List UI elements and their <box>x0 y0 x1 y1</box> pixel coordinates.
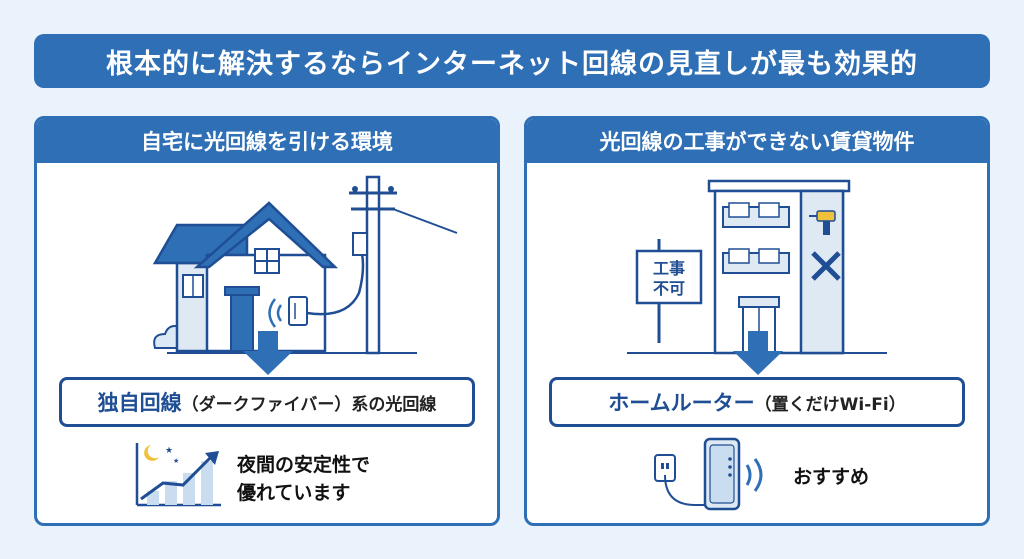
down-arrow-icon <box>733 331 783 375</box>
panel-header-rental: 光回線の工事ができない賃貸物件 <box>527 119 987 163</box>
svg-text:★: ★ <box>165 446 173 456</box>
sign-line-1: 工事 <box>652 259 685 278</box>
panel-header-fiber-label: 自宅に光回線を引ける環境 <box>141 130 393 154</box>
night-growth-chart-icon: ★ ★ <box>135 443 221 507</box>
panel-rental: 光回線の工事ができない賃貸物件 工事 不可 <box>524 116 990 526</box>
solution-box-router: ホームルーター （置くだけWi-Fi） <box>549 377 965 427</box>
house-with-pole-illustration <box>152 175 458 355</box>
banner-title: 根本的に解決するならインターネット回線の見直しが最も効果的 <box>106 48 918 80</box>
svg-text:★: ★ <box>173 457 179 465</box>
feature-text-fiber: 夜間の安定性で 優れています <box>237 451 370 507</box>
feature-line-1: 夜間の安定性で <box>237 454 371 476</box>
solution-box-fiber: 独自回線 （ダークファイバー）系の光回線 <box>59 377 475 427</box>
feature-recommend: おすすめ <box>793 466 870 488</box>
feature-text-router: おすすめ <box>793 463 869 491</box>
apartment-illustration <box>627 179 887 355</box>
panel-fiber-home: 自宅に光回線を引ける環境 <box>34 116 500 526</box>
down-arrow-icon <box>243 331 293 375</box>
construction-sign: 工事 不可 <box>637 253 701 305</box>
solution-sub-router: （置くだけWi-Fi） <box>754 394 906 415</box>
feature-line-2: 優れています <box>237 482 351 504</box>
panel-header-fiber: 自宅に光回線を引ける環境 <box>37 119 497 163</box>
panel-header-rental-label: 光回線の工事ができない賃貸物件 <box>599 130 915 154</box>
home-router-icon <box>654 437 763 511</box>
solution-main-fiber: 独自回線 <box>97 391 182 415</box>
solution-sub-fiber: （ダークファイバー）系の光回線 <box>181 394 437 415</box>
main-banner: 根本的に解決するならインターネット回線の見直しが最も効果的 <box>34 34 990 88</box>
sign-line-2: 不可 <box>652 279 685 298</box>
solution-main-router: ホームルーター <box>608 391 755 415</box>
